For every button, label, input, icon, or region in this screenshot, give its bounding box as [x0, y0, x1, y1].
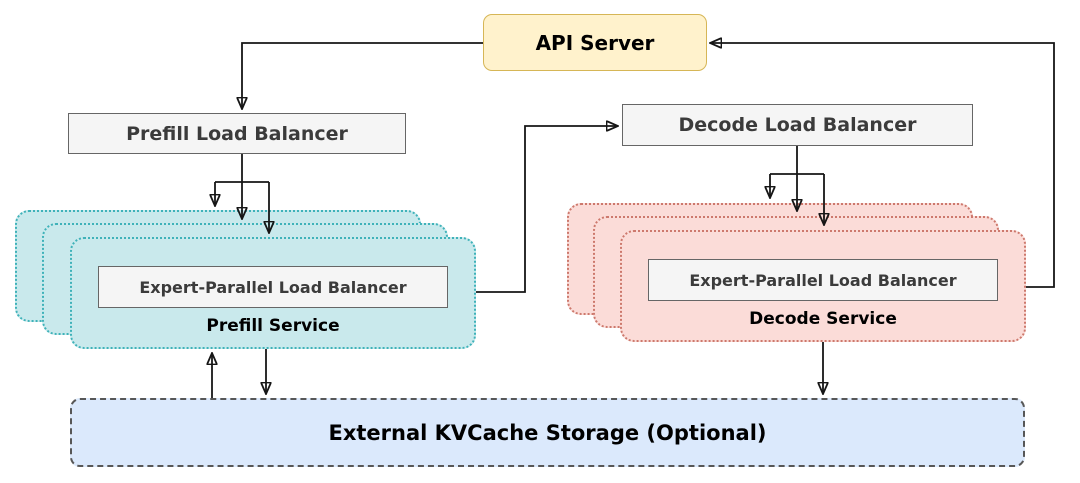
decode-load-balancer-node: Decode Load Balancer [622, 104, 973, 146]
edge-api-to-prefill-lb [242, 42, 483, 108]
decode-expert-parallel-load-balancer-node: Expert-Parallel Load Balancer [648, 259, 998, 301]
prefill-service-card: Expert-Parallel Load Balancer Prefill Se… [70, 237, 476, 349]
decode-service-label: Decode Service [749, 309, 897, 329]
kvcache-storage-node: External KVCache Storage (Optional) [70, 398, 1025, 467]
decode-service-card: Expert-Parallel Load Balancer Decode Ser… [620, 230, 1026, 342]
api-server-node: API Server [483, 14, 707, 71]
prefill-service-label: Prefill Service [206, 316, 340, 336]
prefill-load-balancer-node: Prefill Load Balancer [68, 113, 406, 154]
prefill-expert-parallel-load-balancer-node: Expert-Parallel Load Balancer [98, 266, 448, 308]
